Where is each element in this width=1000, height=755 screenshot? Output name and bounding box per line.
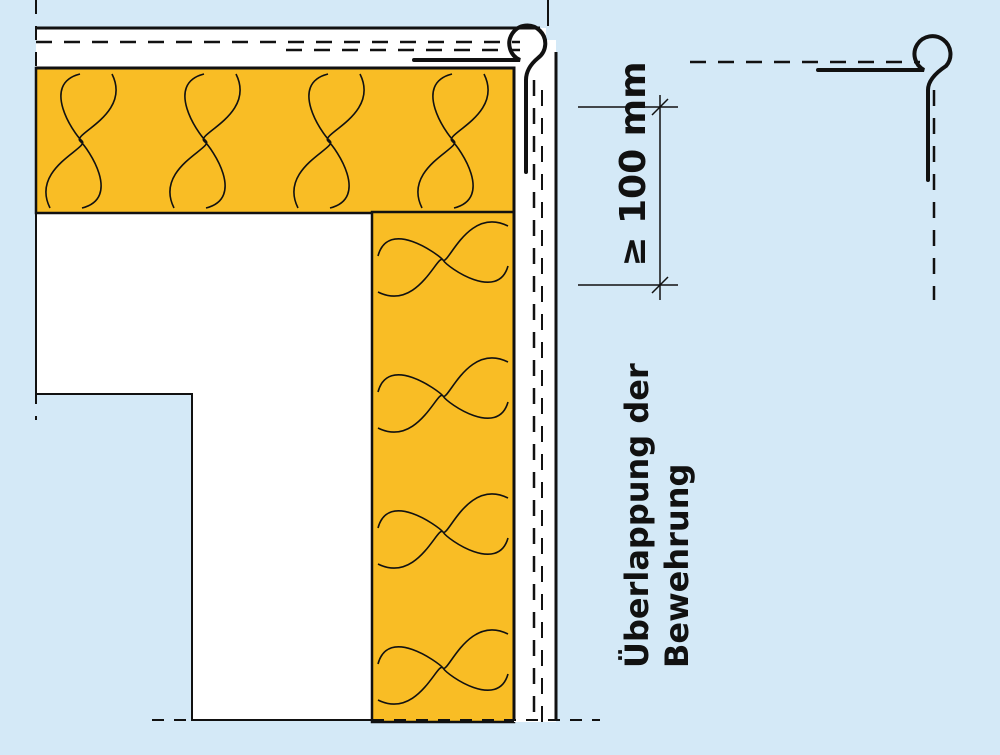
corner-profile-main — [412, 23, 548, 174]
detail-corner-profile — [816, 34, 953, 182]
insulation-hatch-right — [377, 221, 509, 705]
plaster-right — [514, 40, 556, 722]
annotation-line-1: Überlappung der — [618, 363, 656, 668]
dimension-tick-bottom — [651, 276, 669, 294]
annotation: Überlappung der Bewehrung — [618, 363, 696, 668]
insulation-top — [34, 66, 516, 215]
dimension-tick-top — [651, 98, 669, 116]
dimension-overlap: ≥ 100 mm — [578, 61, 678, 300]
insulation-hatch-top — [45, 73, 489, 209]
plaster-inner-edge — [36, 66, 516, 720]
insulation-right — [370, 210, 516, 724]
dimension-label: ≥ 100 mm — [613, 61, 654, 266]
annotation-line-2: Bewehrung — [658, 464, 696, 668]
